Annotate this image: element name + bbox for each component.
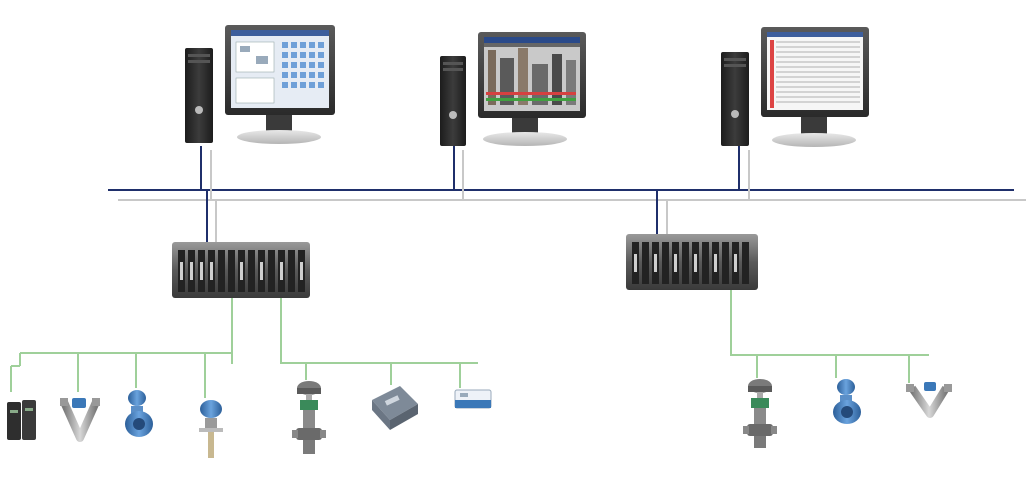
workstation-operator-icon[interactable]: [440, 32, 586, 146]
fieldbus-segment-1: [20, 297, 233, 354]
control-valve-icon[interactable]: [292, 381, 326, 454]
coriolis-flowmeter-icon[interactable]: [60, 398, 100, 442]
controller-rack-icon[interactable]: [626, 234, 758, 290]
magnetic-flowmeter-icon[interactable]: [833, 379, 861, 424]
junction-box-icon[interactable]: [372, 386, 418, 430]
fieldbus-lines: [10, 290, 929, 398]
magnetic-flowmeter-icon[interactable]: [125, 390, 153, 437]
io-module-icon[interactable]: [7, 400, 36, 440]
control-network-lines: [108, 146, 1026, 242]
coriolis-flowmeter-icon[interactable]: [906, 382, 952, 418]
alarm-list-screen: [767, 32, 863, 110]
control-valve-icon[interactable]: [743, 379, 777, 448]
fieldbus-segment-3: [730, 290, 929, 356]
fieldbus-terminator-icon[interactable]: [454, 389, 492, 409]
workstation-alarm-icon[interactable]: [721, 27, 869, 147]
fieldbus-segment-2: [280, 297, 478, 364]
workstation-engineering-icon[interactable]: [185, 25, 335, 144]
pressure-transmitter-icon[interactable]: [199, 400, 223, 458]
controller-rack-icon[interactable]: [172, 242, 310, 298]
